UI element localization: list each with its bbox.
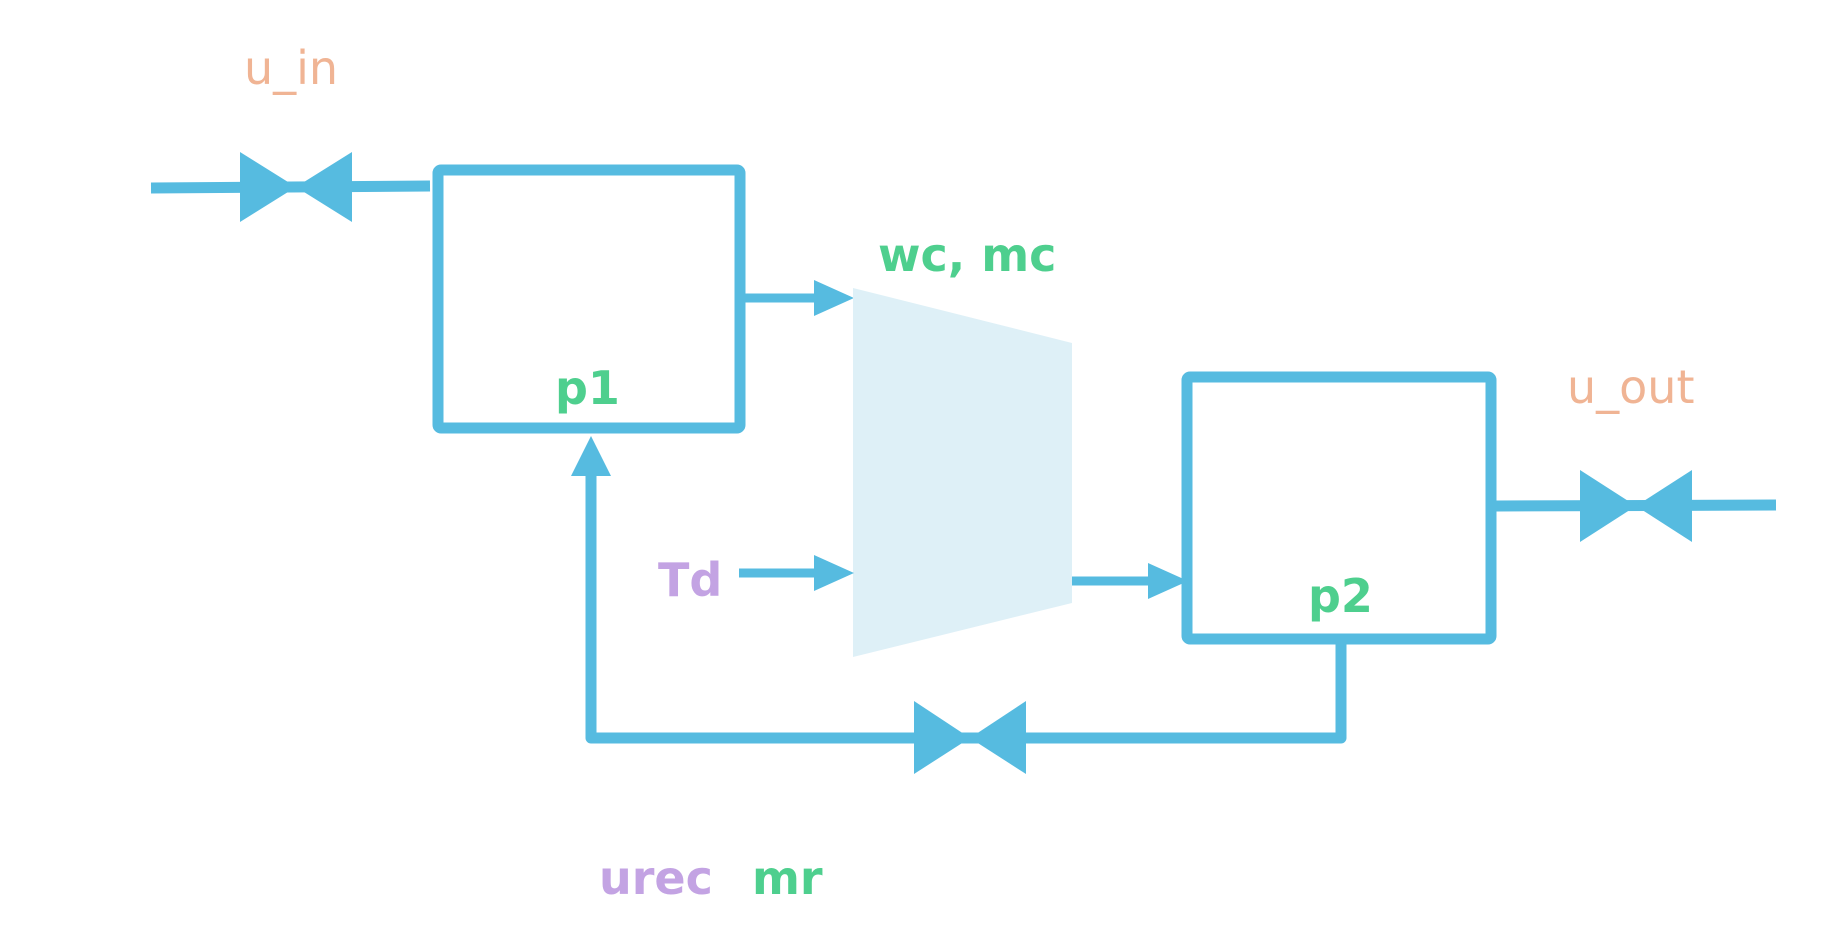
label-p2: p2 xyxy=(1308,569,1373,623)
label-wc-mc: wc, mc xyxy=(878,228,1056,282)
plenum-2-box xyxy=(1181,371,1497,645)
td-arrow xyxy=(739,555,854,591)
compressor-to-plenum2-arrow xyxy=(1072,563,1188,599)
label-u-in: u_in xyxy=(244,41,338,95)
inlet-valve-icon xyxy=(240,152,352,222)
label-p1: p1 xyxy=(555,361,620,415)
outlet-valve-icon xyxy=(1580,470,1692,542)
label-mr: mr xyxy=(752,851,823,905)
label-urec: urec xyxy=(599,851,713,905)
compressor-shape xyxy=(853,288,1072,657)
label-u-out: u_out xyxy=(1567,360,1695,414)
recycle-valve-icon xyxy=(914,701,1026,774)
outlet-pipe xyxy=(1495,499,1777,512)
plenum-1-box xyxy=(432,164,746,434)
label-td: Td xyxy=(658,553,722,607)
plenum1-to-compressor-arrow xyxy=(745,280,854,316)
